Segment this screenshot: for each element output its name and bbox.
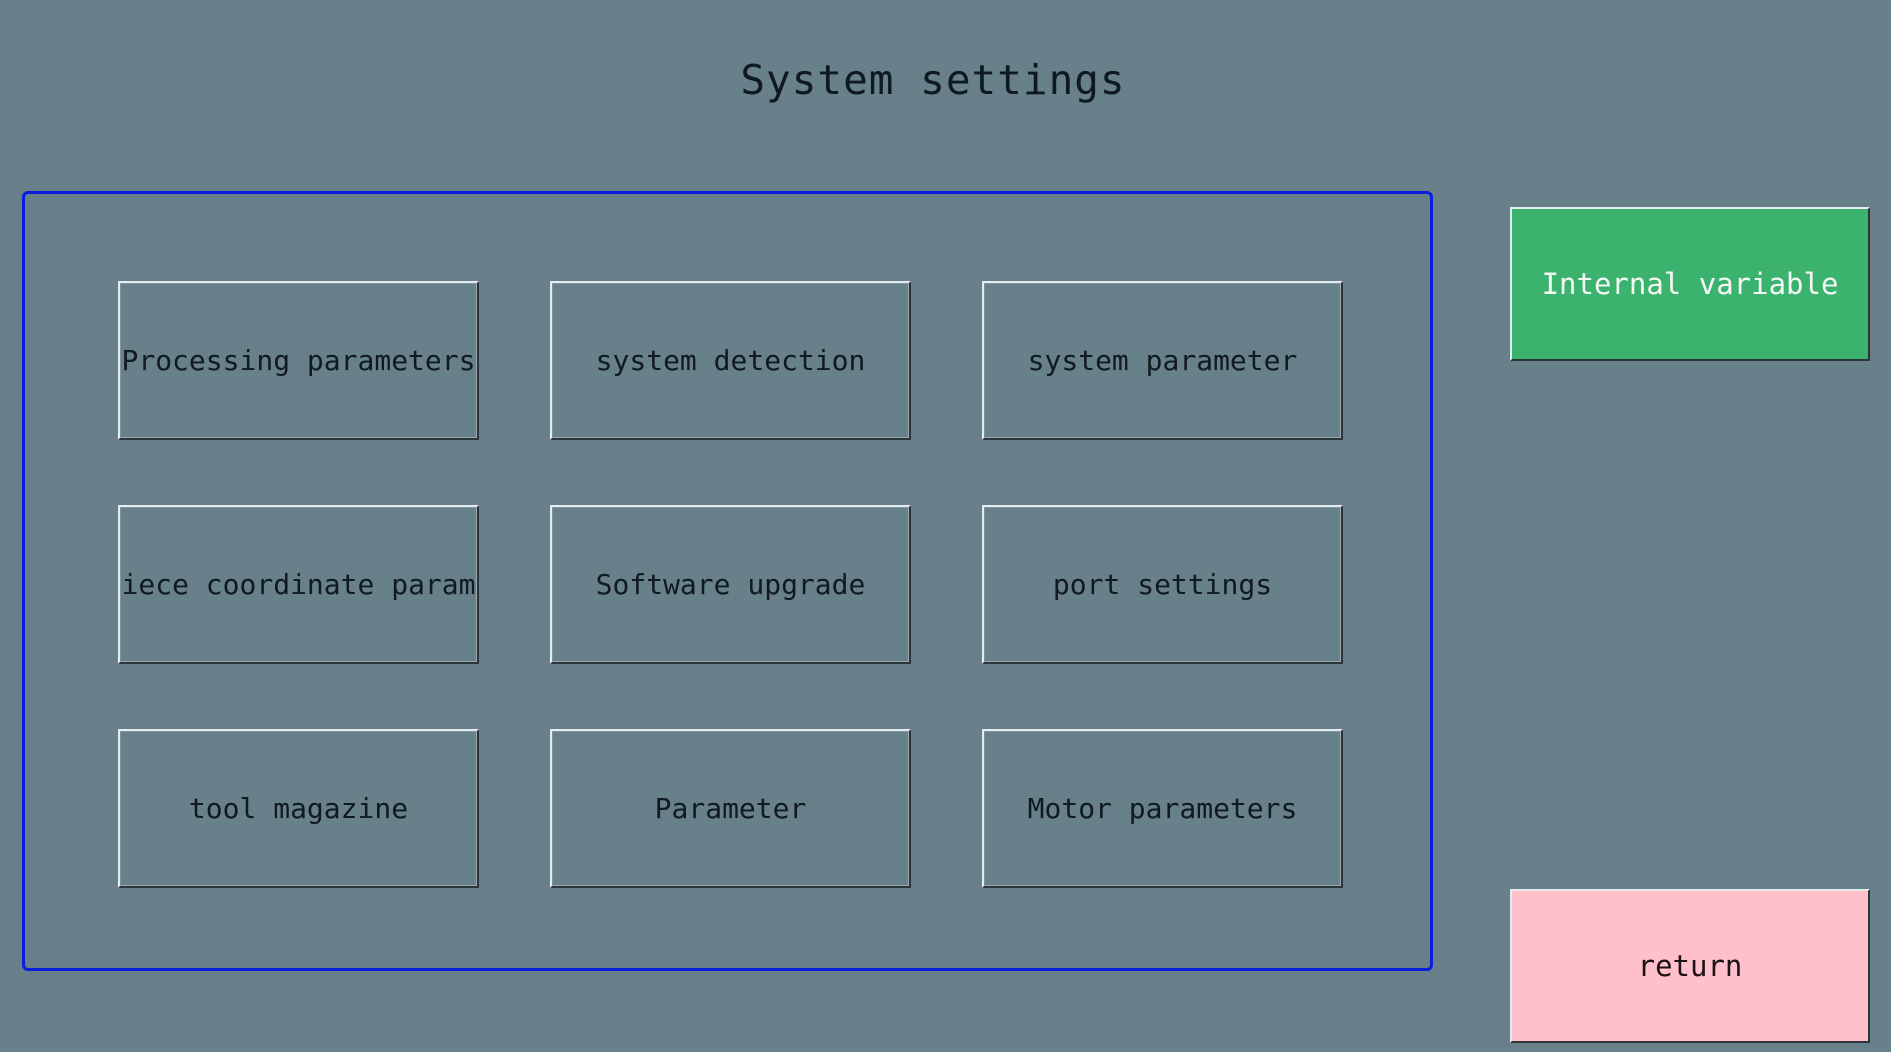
parameter-button[interactable]: Parameter (550, 729, 911, 888)
motor-parameters-button[interactable]: Motor parameters (982, 729, 1343, 888)
internal-variable-button[interactable]: Internal variable (1510, 207, 1870, 361)
system-detection-button[interactable]: system detection (550, 281, 911, 440)
button-label: Software upgrade (595, 568, 866, 601)
button-label: Internal variable (1541, 267, 1839, 301)
port-settings-button[interactable]: port settings (982, 505, 1343, 664)
button-label: piece coordinate parame (118, 568, 479, 601)
page-title: System settings (740, 56, 1126, 104)
button-label: port settings (1052, 568, 1273, 601)
processing-parameters-button[interactable]: Processing parameters (118, 281, 479, 440)
system-parameter-button[interactable]: system parameter (982, 281, 1343, 440)
return-button[interactable]: return (1510, 889, 1870, 1043)
button-label: return (1637, 949, 1743, 983)
software-upgrade-button[interactable]: Software upgrade (550, 505, 911, 664)
settings-menu-panel (22, 191, 1433, 971)
button-label: tool magazine (188, 792, 409, 825)
button-label: system parameter (1027, 344, 1298, 377)
workpiece-coordinate-parameters-button[interactable]: piece coordinate parame (118, 505, 479, 664)
button-label: Motor parameters (1027, 792, 1298, 825)
button-label: system detection (595, 344, 866, 377)
button-label: Processing parameters (121, 344, 476, 377)
tool-magazine-button[interactable]: tool magazine (118, 729, 479, 888)
button-label: Parameter (654, 792, 807, 825)
